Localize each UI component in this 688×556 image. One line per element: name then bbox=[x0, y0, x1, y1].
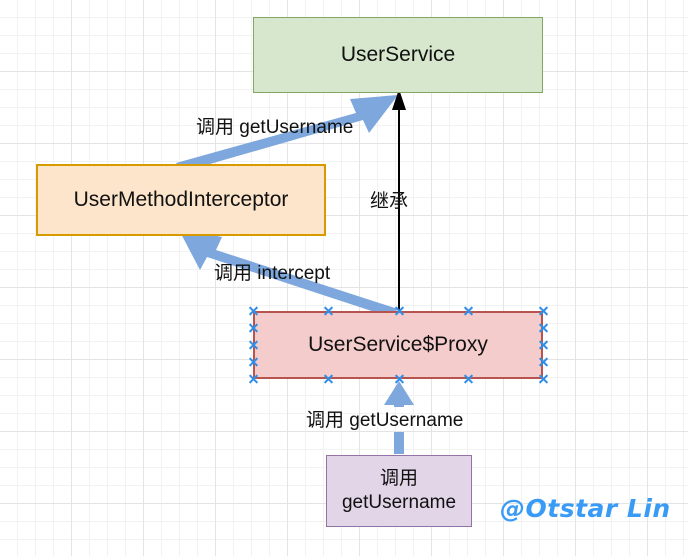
selection-handle-top-left[interactable] bbox=[248, 306, 259, 317]
selection-handle-bottom-center-r[interactable] bbox=[463, 374, 474, 385]
selection-handle-bottom-right[interactable] bbox=[538, 374, 549, 385]
selection-handle-right-2[interactable] bbox=[538, 340, 549, 351]
selection-handle-left-3[interactable] bbox=[248, 357, 259, 368]
selection-handle-top-mid-right[interactable] bbox=[394, 306, 405, 317]
node-usermethodinterceptor[interactable]: UserMethodInterceptor bbox=[36, 164, 326, 236]
selection-handle-top-center[interactable] bbox=[323, 306, 334, 317]
node-userservice-proxy[interactable]: UserService$Proxy bbox=[253, 311, 543, 379]
selection-handle-left-1[interactable] bbox=[248, 323, 259, 334]
selection-handle-bottom-center[interactable] bbox=[394, 374, 405, 385]
selection-handle-top-right[interactable] bbox=[538, 306, 549, 317]
node-caller-invoke-getusername[interactable]: 调用 getUsername bbox=[326, 455, 472, 527]
edge-label-inheritance[interactable]: 继承 bbox=[370, 191, 409, 212]
selection-handle-bottom-left[interactable] bbox=[248, 374, 259, 385]
edge-label-call-getusername-top[interactable]: 调用 getUsername bbox=[196, 117, 354, 138]
selection-handle-right-1[interactable] bbox=[538, 323, 549, 334]
edge-label-call-intercept[interactable]: 调用 intercept bbox=[214, 263, 331, 284]
node-userservice[interactable]: UserService bbox=[253, 17, 543, 93]
edge-label-call-getusername-bottom[interactable]: 调用 getUsername bbox=[306, 410, 464, 431]
selection-handle-left-2[interactable] bbox=[248, 340, 259, 351]
watermark-text: @Otstar Lin bbox=[500, 494, 671, 523]
selection-handle-right-3[interactable] bbox=[538, 357, 549, 368]
selection-handle-top-right-in[interactable] bbox=[463, 306, 474, 317]
selection-handle-bottom-center-l[interactable] bbox=[323, 374, 334, 385]
